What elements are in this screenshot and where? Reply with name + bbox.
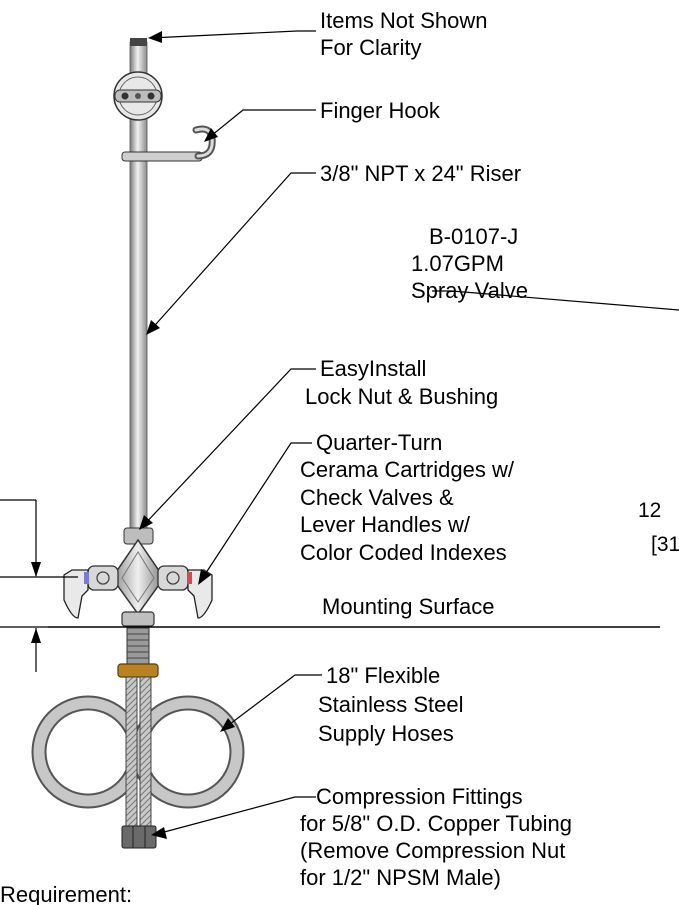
dimension-text-line2: [31 xyxy=(651,533,679,556)
leader-cartridges xyxy=(198,442,312,585)
left-color-index xyxy=(84,572,89,584)
left-lever-handle xyxy=(63,569,89,619)
label-fittings-line: Compression Fittings xyxy=(316,784,523,809)
label-hoses-line: Stainless Steel xyxy=(318,692,464,717)
brass-lock-nut xyxy=(117,663,159,678)
leader-items-not-shown xyxy=(148,30,316,43)
compression-fittings xyxy=(121,825,157,849)
label-hoses-line: Supply Hoses xyxy=(318,721,454,746)
dimension-text-line1: 12 xyxy=(638,499,661,522)
label-fittings: Compression Fittings for 5/8" O.D. Coppe… xyxy=(300,784,578,890)
label-requirement: Requirement: xyxy=(0,882,132,905)
height-dimension xyxy=(0,499,78,672)
label-hoses: 18" Flexible Stainless Steel Supply Hose… xyxy=(318,663,470,746)
label-fittings-line: for 1/2" NPSM Male) xyxy=(300,865,501,890)
label-spray-valve-line: B-0107-J xyxy=(429,224,518,249)
label-fittings-line: for 5/8" O.D. Copper Tubing xyxy=(300,811,572,836)
leader-fittings xyxy=(151,796,316,839)
label-cartridges-line: Quarter-Turn xyxy=(316,430,442,455)
label-cartridges: Quarter-Turn Cerama Cartridges w/ Check … xyxy=(300,430,520,565)
label-mounting-surface: Mounting Surface xyxy=(322,594,494,619)
label-spray-valve-line: Spray Valve xyxy=(411,278,528,303)
label-items-not-shown-line: Items Not Shown xyxy=(320,8,488,33)
leader-hoses xyxy=(220,674,322,732)
label-riser: 3/8" NPT x 24" Riser xyxy=(320,161,521,186)
valve-body xyxy=(87,538,189,616)
label-mounting-surface-line: Mounting Surface xyxy=(322,594,494,619)
right-color-index xyxy=(187,572,192,584)
label-cartridges-line: Cerama Cartridges w/ xyxy=(300,457,515,482)
label-finger-hook-line: Finger Hook xyxy=(320,98,441,123)
leader-finger-hook xyxy=(204,109,316,142)
label-riser-line: 3/8" NPT x 24" Riser xyxy=(320,161,521,186)
right-lever-handle xyxy=(187,569,213,619)
label-lock-nut: EasyInstall Lock Nut & Bushing xyxy=(305,356,498,409)
threaded-shank xyxy=(126,627,150,665)
leader-spray-valve xyxy=(432,290,679,311)
wall-bracket xyxy=(113,71,163,121)
dimension-text-partial: 12 [31 xyxy=(638,499,679,556)
label-items-not-shown-line: For Clarity xyxy=(320,35,421,60)
label-lock-nut-line: Lock Nut & Bushing xyxy=(305,384,498,409)
label-fittings-line: (Remove Compression Nut xyxy=(300,838,565,863)
label-cartridges-line: Color Coded Indexes xyxy=(300,540,507,565)
label-hoses-line: 18" Flexible xyxy=(326,663,440,688)
leader-lock-nut xyxy=(139,368,316,530)
riser-cap xyxy=(130,38,147,46)
base-flange xyxy=(121,611,155,627)
label-items-not-shown: Items Not Shown For Clarity xyxy=(320,8,494,60)
label-spray-valve: B-0107-J 1.07GPM Spray Valve xyxy=(411,224,528,303)
label-lock-nut-line: EasyInstall xyxy=(320,356,426,381)
label-cartridges-line: Lever Handles w/ xyxy=(300,512,471,537)
label-requirement-line: Requirement: xyxy=(0,882,132,905)
label-spray-valve-line: 1.07GPM xyxy=(411,251,504,276)
label-cartridges-line: Check Valves & xyxy=(300,485,454,510)
leader-riser xyxy=(146,172,316,335)
supply-hoses xyxy=(31,676,245,828)
label-finger-hook: Finger Hook xyxy=(320,98,441,123)
